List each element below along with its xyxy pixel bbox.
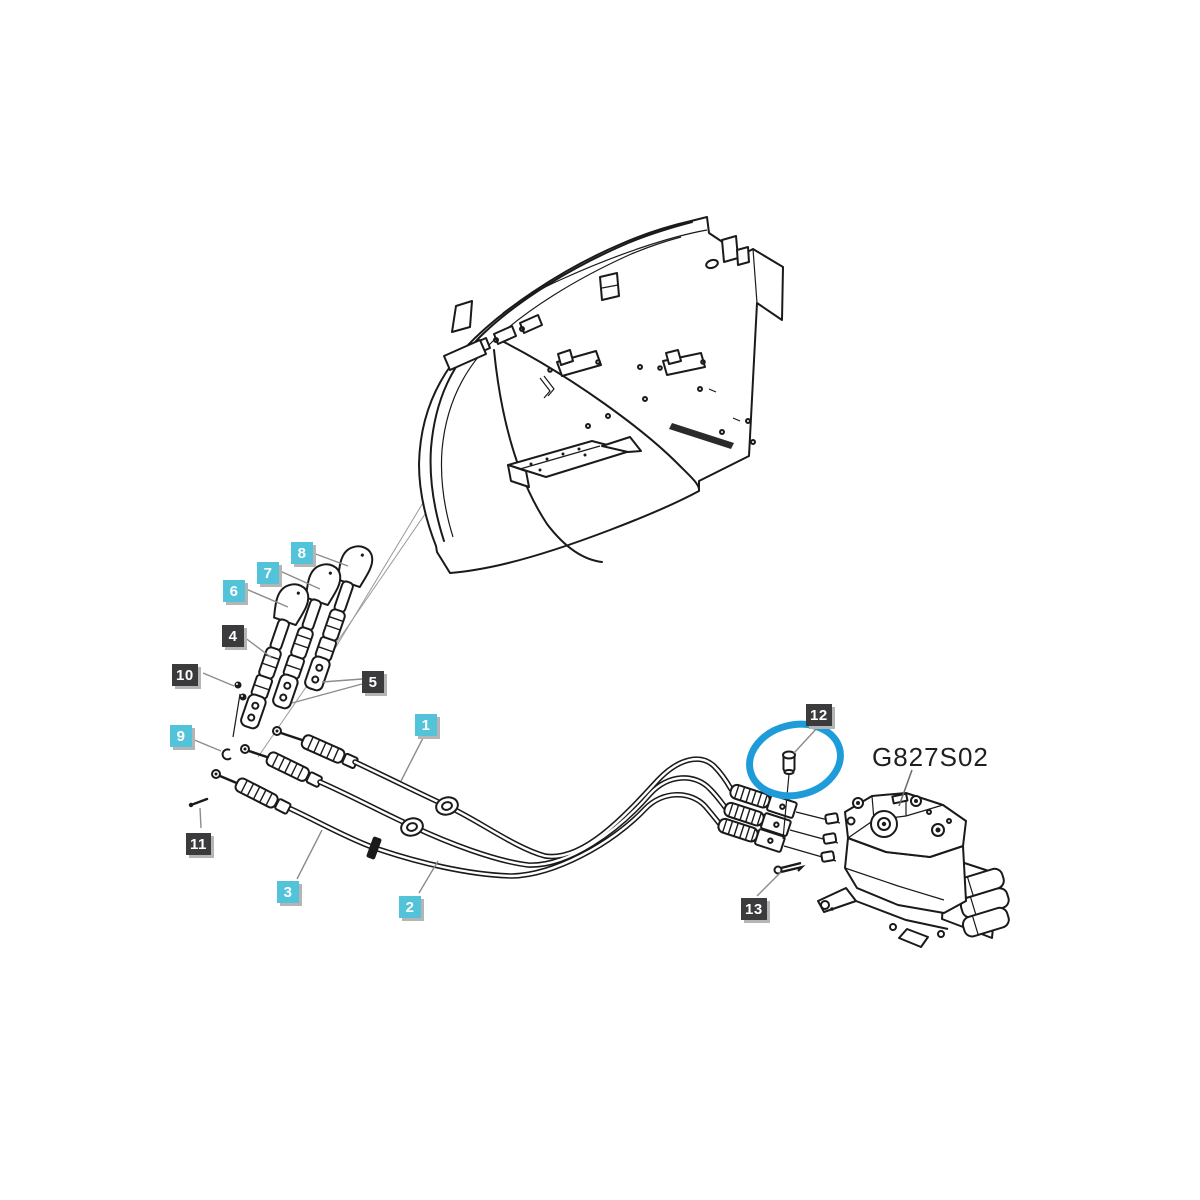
pin-part-drawing <box>782 750 796 840</box>
cotter-pin-drawing <box>773 861 806 875</box>
callout-5[interactable]: 5 <box>362 671 384 693</box>
callout-4[interactable]: 4 <box>222 625 244 647</box>
callout-11[interactable]: 11 <box>186 833 211 855</box>
callout-8[interactable]: 8 <box>291 542 313 564</box>
callout-13[interactable]: 13 <box>741 898 767 920</box>
highlight-ellipse <box>746 720 844 800</box>
callout-12[interactable]: 12 <box>806 704 832 726</box>
part-code-label: G827S02 <box>872 742 989 772</box>
fender-panel-drawing <box>418 216 784 574</box>
callout-3[interactable]: 3 <box>277 881 299 903</box>
cables-drawing <box>211 726 841 879</box>
fastener-parts-drawing <box>188 681 247 808</box>
callout-9[interactable]: 9 <box>170 725 192 747</box>
valve-assembly-drawing <box>817 792 1010 948</box>
callout-7[interactable]: 7 <box>257 562 279 584</box>
callout-10[interactable]: 10 <box>172 664 198 686</box>
control-levers-drawing <box>233 540 378 734</box>
callout-leader-lines <box>191 552 913 897</box>
callout-1[interactable]: 1 <box>415 714 437 736</box>
callout-6[interactable]: 6 <box>223 580 245 602</box>
callout-2[interactable]: 2 <box>399 896 421 918</box>
